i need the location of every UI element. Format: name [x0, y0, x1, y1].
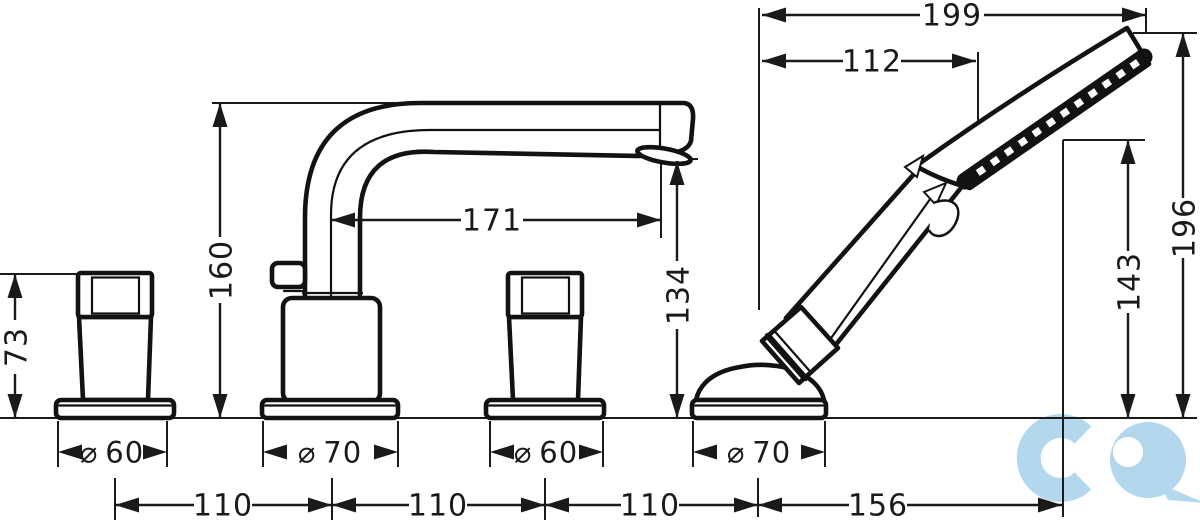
- holder-hook-detail: [927, 199, 960, 238]
- diverter-knob: [269, 260, 308, 290]
- dim-spacing-3: 110: [620, 489, 680, 524]
- spout: [259, 100, 696, 421]
- handle-right-knob: [505, 270, 585, 320]
- handle-left-knob: [75, 270, 155, 320]
- spout-body: [280, 295, 383, 405]
- watermark-d-ring: [1110, 422, 1186, 498]
- hand-shower-holder-collar: [759, 304, 841, 386]
- handle-left: [53, 270, 177, 421]
- extension-lines: [0, 8, 1197, 520]
- handle-right-body: [506, 314, 584, 403]
- dimension-arrows: [7, 7, 1191, 513]
- handle-right-knob-face: [520, 276, 571, 315]
- hand-shower-head: [913, 25, 1152, 191]
- dim-spacing-2: 110: [408, 489, 468, 524]
- handle-right: [483, 270, 607, 421]
- handle-left-base: [53, 397, 177, 421]
- dim-dia-shower: ⌀70: [727, 436, 791, 470]
- holder-clip-mark: [903, 153, 925, 179]
- handle-left-knob-face: [90, 276, 141, 315]
- dim-shower-offset: 156: [848, 489, 908, 524]
- hand-shower-base: [689, 397, 829, 421]
- spout-base: [259, 397, 401, 421]
- handle-right-base: [483, 397, 607, 421]
- dim-spray-height: 143: [1113, 252, 1148, 312]
- dim-dia-handle-left: ⌀60: [80, 436, 144, 470]
- dim-spacing-1: 110: [193, 489, 253, 524]
- spout-aerator: [635, 144, 693, 167]
- dim-dia-spout: ⌀70: [298, 436, 362, 470]
- dim-spout-height: 160: [205, 240, 240, 300]
- dim-total-reach: 199: [922, 0, 982, 34]
- watermark-c-ring: [1016, 414, 1092, 502]
- dim-spout-reach: 171: [462, 204, 522, 239]
- spout-pipe: [302, 100, 696, 303]
- dim-total-height: 196: [1168, 198, 1200, 258]
- dim-dia-handle-right: ⌀60: [514, 436, 578, 470]
- watermark-d-tail: [1160, 484, 1200, 503]
- watermark-logo: [1016, 414, 1200, 503]
- dimension-lines: [13, 13, 1185, 507]
- hand-shower: [689, 25, 1153, 421]
- handle-left-body: [76, 314, 154, 403]
- dim-outlet-height: 134: [662, 265, 697, 325]
- dim-handle-height: 73: [0, 327, 35, 367]
- dim-head-offset: 112: [842, 45, 902, 80]
- holder-clip-mark2: [922, 181, 948, 207]
